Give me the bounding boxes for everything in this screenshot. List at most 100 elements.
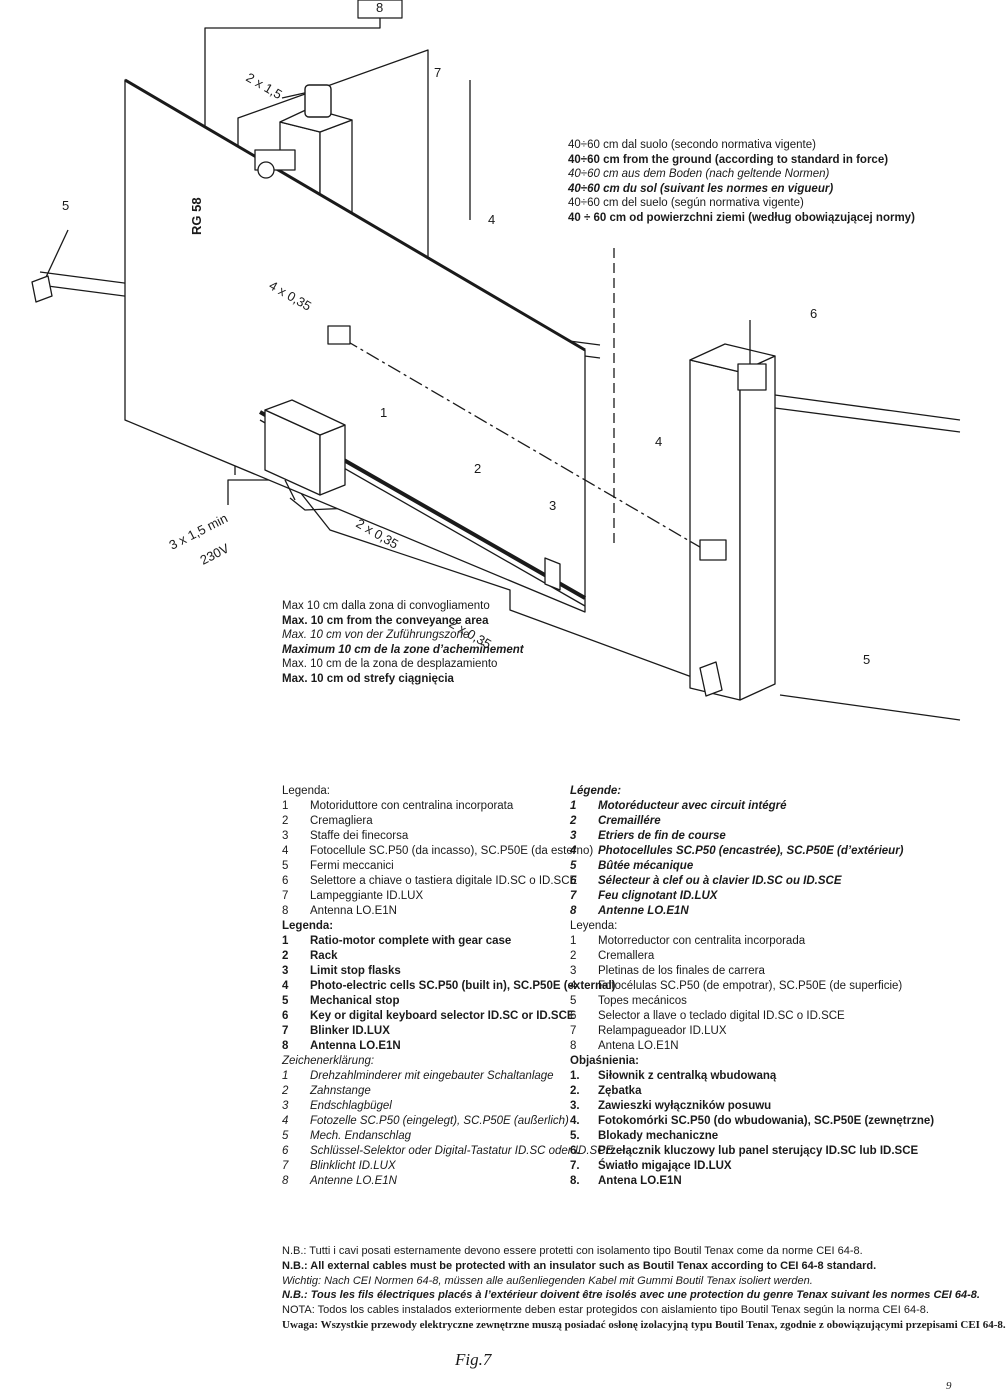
legend-item-number: 7. xyxy=(570,1160,580,1172)
photocell-right xyxy=(699,539,727,561)
legend-item-number: 1 xyxy=(570,935,577,947)
legend-item: 6 Key or digital keyboard selector ID.SC … xyxy=(282,1009,615,1024)
legend-item-number: 4. xyxy=(570,1115,580,1127)
legend-item-text: Staffe dei finecorsa xyxy=(310,830,409,842)
legend-item-text: Antena LO.E1N xyxy=(598,1175,682,1187)
legend-item-text: Zawieszki wyłączników posuwu xyxy=(598,1100,772,1112)
legend-item: 8 Antenne LO.E1N xyxy=(282,1174,615,1189)
motor-body-side xyxy=(319,424,346,496)
legend-item-text: Antenne LO.E1N xyxy=(310,1175,397,1187)
installation-diagram: 8 7 2 x 1,5 RG 58 5 4 4 x 0,35 6 1 4 2 3… xyxy=(31,0,961,721)
legend-item-number: 1 xyxy=(282,935,289,947)
legend-item-number: 5. xyxy=(570,1130,580,1142)
height-note-line: 40÷60 cm dal suolo (secondo normativa vi… xyxy=(568,139,816,151)
legend-item-number: 1. xyxy=(570,1070,580,1082)
legend-item-number: 3 xyxy=(282,830,289,842)
limit-flask xyxy=(544,557,561,591)
legend-item-number: 2 xyxy=(570,950,577,962)
right-fence-top xyxy=(774,394,961,421)
legend-item-number: 3 xyxy=(282,965,289,977)
legend-item-text: Mech. Endanschlag xyxy=(310,1130,412,1142)
cable-2x035-b xyxy=(299,491,701,681)
label-photocell-right-num: 4 xyxy=(655,434,662,449)
legend-item: 3 Staffe dei finecorsa xyxy=(282,829,615,844)
legend-item: 8. Antena LO.E1N xyxy=(570,1174,934,1189)
legend-heading: Legenda: xyxy=(282,785,330,797)
distance-note: Max 10 cm dalla zona di convogliamento M… xyxy=(282,599,524,687)
legend-heading: Legenda: xyxy=(282,920,334,932)
legend-item-number: 1 xyxy=(282,800,289,812)
legend-item-number: 6 xyxy=(570,875,577,887)
legend-item-number: 4 xyxy=(282,845,289,857)
legend-item-number: 6. xyxy=(570,1145,580,1157)
legend-item-number: 8. xyxy=(570,1175,580,1187)
label-motor-num: 1 xyxy=(380,405,387,420)
height-note-line: 40÷60 cm from the ground (according to s… xyxy=(568,153,889,166)
distance-note-line: Maximum 10 cm de la zone d’acheminement xyxy=(282,643,524,656)
legend-item-number: 4 xyxy=(570,845,577,857)
legend-item-text: Antenne LO.E1N xyxy=(598,905,689,917)
legend-item-number: 2 xyxy=(570,815,577,827)
legend-item-number: 6 xyxy=(282,1010,289,1022)
legend-item: 8 Antena LO.E1N xyxy=(570,1039,934,1054)
blinker-lamp xyxy=(304,84,332,118)
cable-note: N.B.: All external cables must be protec… xyxy=(282,1259,877,1272)
distance-note-line: Max. 10 cm von der Zuführungszone xyxy=(282,629,470,642)
legend-item-number: 4 xyxy=(282,1115,289,1127)
legend-item-text: Blinklicht ID.LUX xyxy=(310,1160,396,1172)
legend-item-text: Pletinas de los finales de carrera xyxy=(598,965,765,977)
height-note: 40÷60 cm dal suolo (secondo normativa vi… xyxy=(568,138,915,226)
legend-item-text: Przełącznik kluczowy lub panel sterujący… xyxy=(598,1145,919,1157)
legend-item-text: Motoréducteur avec circuit intégré xyxy=(598,800,787,812)
legend-heading: Objaśnienia: xyxy=(570,1055,640,1067)
legend-item-text: Siłownik z centralką wbudowaną xyxy=(598,1070,777,1082)
label-photocell-top-num: 4 xyxy=(488,212,495,227)
figure-caption: Fig.7 xyxy=(455,1350,492,1369)
height-note-line: 40÷60 cm aus dem Boden (nach geltende No… xyxy=(568,168,830,181)
selector xyxy=(737,363,767,391)
legend-item-number: 2 xyxy=(282,950,289,962)
legend-item-number: 5 xyxy=(570,995,577,1007)
legend-item-text: Fotokomórki SC.P50 (do wbudowania), SC.P… xyxy=(598,1115,935,1127)
legend-item-text: Schlüssel-Selektor oder Digital-Tastatur… xyxy=(310,1145,614,1157)
legend-item-text: Photo-electric cells SC.P50 (built in), … xyxy=(310,980,616,992)
cable-note: N.B.: Tous les fils électriques placés à… xyxy=(282,1289,980,1302)
legend-item-text: Etriers de fin de course xyxy=(598,830,726,842)
legend-item: 5 Topes mecánicos xyxy=(570,994,934,1009)
legend-item-number: 8 xyxy=(570,1040,577,1052)
legend-item-text: Bûtée mécanique xyxy=(598,860,694,872)
legend-item-text: Fotocélulas SC.P50 (de empotrar), SC.P50… xyxy=(598,980,903,992)
legend-item-text: Topes mecánicos xyxy=(598,995,687,1007)
page-number: 9 xyxy=(946,1380,952,1392)
legend-item-number: 8 xyxy=(282,1175,289,1187)
legend-item-number: 3 xyxy=(570,965,577,977)
legend-item-text: Drehzahlminderer mit eingebauter Schalta… xyxy=(310,1070,554,1082)
label-cable-2x15: 2 x 1,5 xyxy=(244,70,285,103)
legend-item-text: Antena LO.E1N xyxy=(598,1040,679,1052)
antenna-mount xyxy=(257,161,275,179)
legend-item-text: Key or digital keyboard selector ID.SC o… xyxy=(310,1010,575,1022)
right-fence-bottom xyxy=(774,407,961,433)
legend-item-text: Selector a llave o teclado digital ID.SC… xyxy=(598,1010,845,1022)
legend-item-text: Cremaillére xyxy=(598,815,661,827)
height-note-line: 40÷60 cm del suelo (según normativa vige… xyxy=(568,197,804,210)
